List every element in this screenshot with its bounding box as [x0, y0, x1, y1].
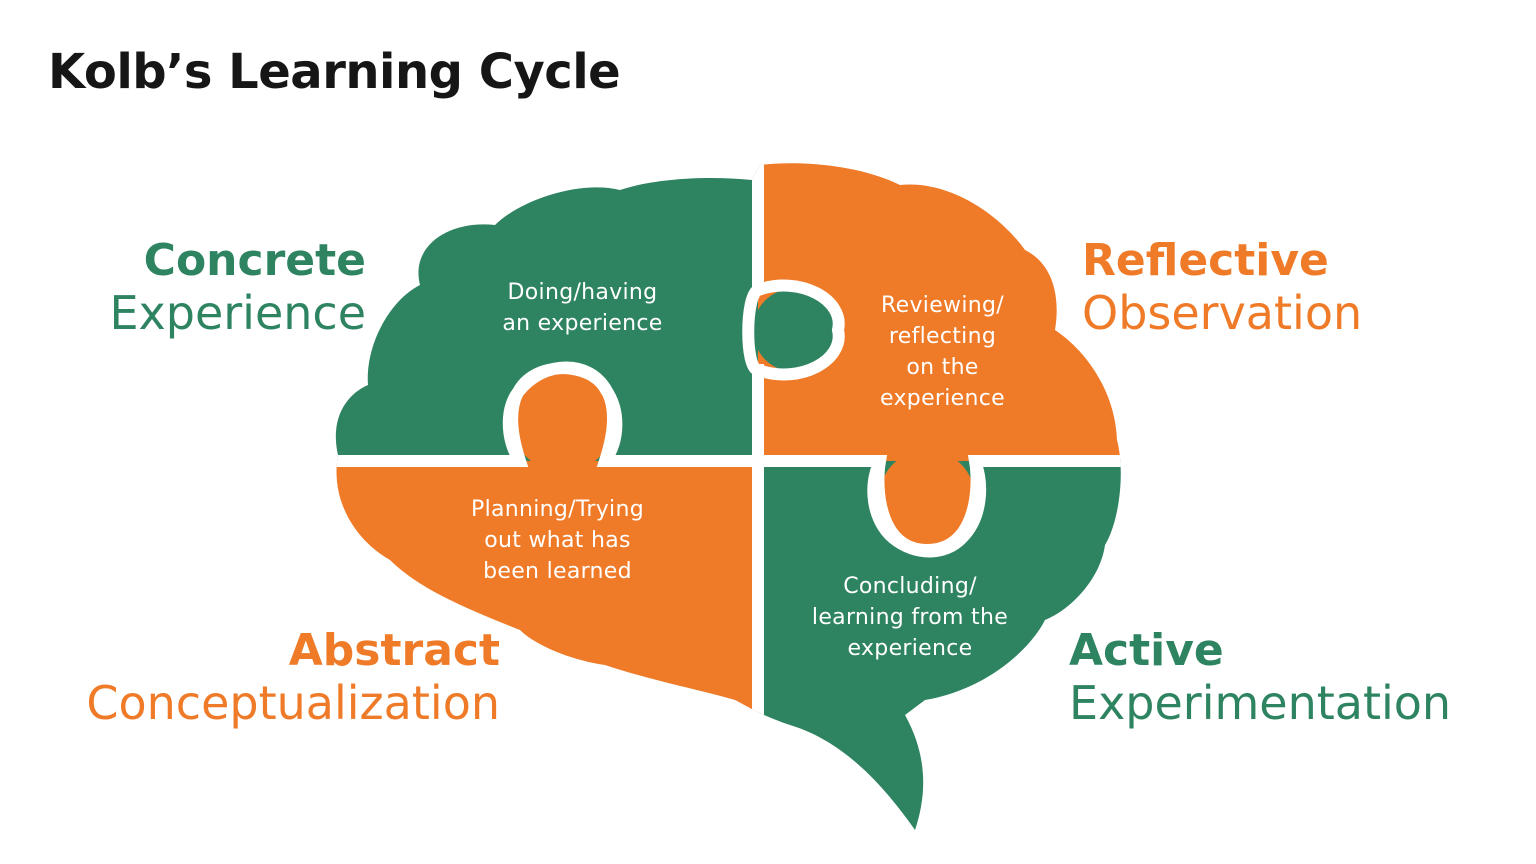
stage-light-observation: Observation [1082, 285, 1363, 340]
stage-bold-concrete: Concrete [143, 235, 366, 286]
stage-bold-abstract: Abstract [288, 625, 500, 676]
stage-label-reflective-observation: Reflective Observation [1082, 235, 1363, 340]
piece-text-bottom-right: Concluding/ learning from the experience [811, 574, 1009, 661]
stage-label-abstract-conceptualization: Abstract Conceptualization [86, 625, 500, 730]
stage-light-experience: Experience [109, 285, 366, 340]
stage-label-active-experimentation: Active Experimentation [1069, 625, 1452, 730]
stage-bold-reflective: Reflective [1082, 235, 1329, 286]
knob-tr-to-br [879, 450, 975, 546]
piece-text-top-left: Doing/having an experience [502, 280, 663, 336]
knob-bl-to-tl [511, 368, 615, 472]
stage-light-experimentation: Experimentation [1069, 675, 1452, 730]
stage-label-concrete-experience: Concrete Experience [109, 235, 366, 340]
page-title: Kolb’s Learning Cycle [48, 44, 621, 100]
piece-text-top-right: Reviewing/ reflecting on the experience [880, 293, 1005, 411]
piece-text-bottom-left: Planning/Trying out what has been learne… [471, 497, 644, 584]
knob-tl-to-tr [753, 288, 837, 372]
stage-light-conceptualization: Conceptualization [86, 675, 500, 730]
stage-bold-active: Active [1069, 625, 1224, 676]
seam-vertical [742, 163, 764, 830]
